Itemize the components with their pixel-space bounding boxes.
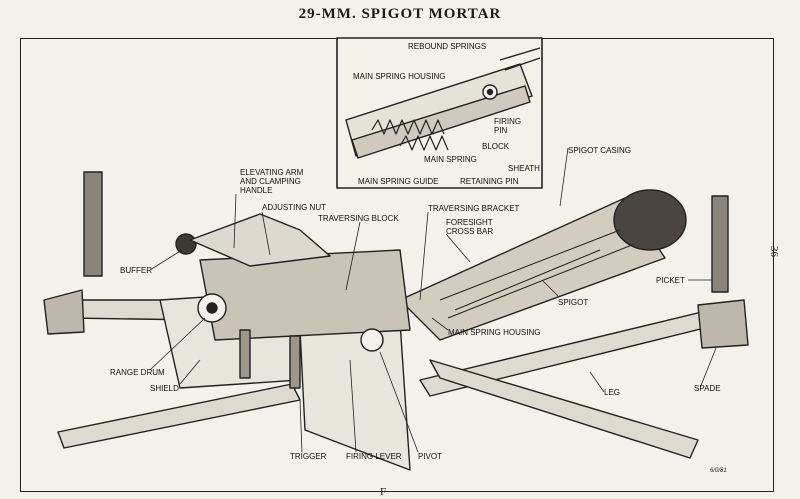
- bottom-mark: F: [380, 486, 387, 498]
- label-foresight-cross-bar: FORESIGHT CROSS BAR: [446, 218, 494, 236]
- buffer: [175, 233, 197, 255]
- label-adjusting-nut: ADJUSTING NUT: [262, 203, 326, 212]
- label-elevating-arm: ELEVATING ARM AND CLAMPING HANDLE: [240, 168, 304, 195]
- figure-reference: 6/0/81: [710, 468, 727, 474]
- label-range-drum: RANGE DRUM: [110, 368, 165, 377]
- label-shield: SHIELD: [150, 384, 179, 393]
- bomb-nose: [613, 189, 687, 251]
- label-leg: LEG: [604, 388, 621, 397]
- inset-sheath: [351, 85, 531, 159]
- front-shield: [299, 321, 411, 471]
- mount-body: [199, 249, 411, 341]
- left-picket: [83, 171, 103, 277]
- label-picket: PICKET: [656, 276, 685, 285]
- label-traversing-bracket: TRAVERSING BRACKET: [428, 204, 520, 213]
- page-title: 29-MM. SPIGOT MORTAR: [298, 6, 502, 22]
- spring-column-right: [289, 335, 301, 389]
- spigot-casing: [399, 197, 666, 341]
- label-buffer: BUFFER: [120, 266, 152, 275]
- label-firing-pin: FIRING PIN: [494, 117, 522, 135]
- leader-lines: [149, 147, 717, 453]
- left-front-leg: [57, 383, 301, 449]
- label-block: BLOCK: [482, 142, 510, 151]
- label-traversing-block: TRAVERSING BLOCK: [318, 214, 399, 223]
- label-rebound-springs: REBOUND SPRINGS: [408, 42, 487, 51]
- elevating-arm: [189, 213, 331, 267]
- label-inset-main-spring-housing: MAIN SPRING HOUSING: [353, 72, 446, 81]
- label-spigot: SPIGOT: [558, 298, 589, 307]
- right-front-leg: [429, 359, 699, 459]
- spring-column-left: [239, 329, 251, 379]
- right-picket: [711, 195, 729, 293]
- label-main-spring-guide: MAIN SPRING GUIDE: [358, 177, 439, 186]
- left-spade: [43, 289, 85, 335]
- inset-main-spring: [371, 119, 449, 151]
- casing-internals: [439, 229, 633, 319]
- label-spigot-casing: SPIGOT CASING: [568, 146, 631, 155]
- label-sheath: SHEATH: [508, 164, 540, 173]
- right-spade: [697, 299, 749, 349]
- label-main-spring-housing: MAIN SPRING HOUSING: [448, 328, 541, 337]
- label-retaining-pin: RETAINING PIN: [460, 177, 519, 186]
- page-number: 36: [768, 246, 780, 257]
- label-spade: SPADE: [694, 384, 721, 393]
- label-trigger: TRIGGER: [290, 452, 327, 461]
- label-main-spring: MAIN SPRING: [424, 155, 477, 164]
- pivot: [360, 328, 384, 352]
- label-pivot: PIVOT: [418, 452, 443, 461]
- label-firing-lever: FIRING LEVER: [346, 452, 402, 461]
